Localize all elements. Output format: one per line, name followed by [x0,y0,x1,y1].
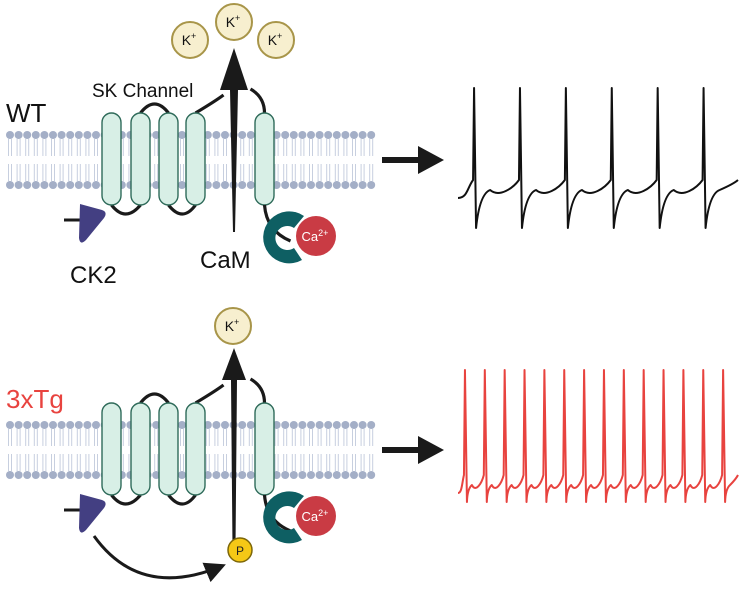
condition-label: 3xTg [6,384,64,414]
potassium-symbol: K [226,14,236,30]
channel-subunit [130,402,151,496]
channel-subunit [101,402,122,496]
k-efflux-arrow [222,348,246,548]
calcium-ion-icon: Ca2+ [296,496,336,536]
condition-label: WT [6,98,47,128]
output-arrow [382,146,444,174]
channel-subunit [130,112,151,206]
calcium-charge: 2+ [318,508,328,518]
channel-subunit [158,402,179,496]
output-arrow [382,436,444,464]
phosphate-icon: P [227,537,253,563]
potassium-charge: + [234,317,239,327]
channel-subunit [158,112,179,206]
channel-subunit [101,112,122,206]
calcium-symbol: Ca [302,509,319,524]
calcium-charge: 2+ [318,228,328,238]
channel-label: SK Channel [92,81,193,102]
potassium-charge: + [235,13,240,23]
potassium-symbol: K [182,32,192,48]
sk-channel-icon [101,87,292,243]
potassium-charge: + [277,31,282,41]
potassium-label: K+ [182,31,197,48]
channel-loops [110,87,267,216]
ck2-kinase-icon [64,494,106,533]
action-potential-trace [457,369,739,503]
phosphate-label: P [236,544,244,558]
calmodulin-icon: Ca2+ [263,211,336,264]
calcium-label: Ca2+ [302,508,329,524]
action-potential-trace [457,87,739,229]
panel-3xtg: 3xTg K+ Ca2+ P [6,307,739,583]
channel-subunit [185,402,206,496]
calmodulin-label: CaM [200,247,251,274]
potassium-label: K+ [226,13,241,30]
calcium-symbol: Ca [302,229,319,244]
channel-subunit [254,112,275,206]
k-efflux-arrow [220,48,248,232]
potassium-charge: + [191,31,196,41]
channel-subunit [254,402,275,496]
potassium-ion-icon: K+ [215,3,253,41]
potassium-label: K+ [268,31,283,48]
potassium-ion-icon: K+ [171,21,209,59]
calmodulin-icon: Ca2+ [263,491,336,544]
potassium-symbol: K [225,318,235,334]
phosphorylation-arrow [92,535,226,583]
calcium-ion-icon: Ca2+ [296,216,336,256]
channel-subunit [185,112,206,206]
potassium-label: K+ [225,317,240,334]
channel-loops [110,377,267,506]
ck2-kinase-icon [64,204,106,243]
potassium-symbol: K [268,32,278,48]
calcium-label: Ca2+ [302,228,329,244]
kinase-label: CK2 [70,262,117,289]
potassium-ion-icon: K+ [257,21,295,59]
potassium-ion-icon: K+ [214,307,252,345]
sk-channel-icon [101,377,292,533]
